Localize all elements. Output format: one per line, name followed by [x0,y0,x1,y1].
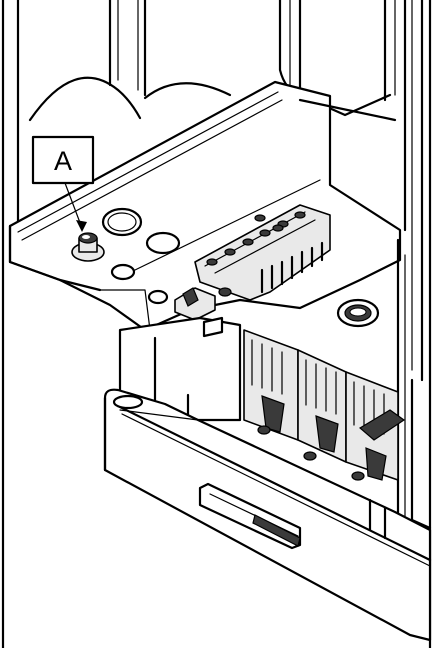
back-housing [16,0,424,382]
terminal-pins [260,241,324,294]
vertical-post [396,238,414,562]
relay-module-3 [345,371,406,481]
cable-entry-holes [101,207,181,305]
round-cap-icon [336,298,380,328]
callout-a-label: A [54,146,72,176]
control-box [118,316,242,422]
relay-module-2 [297,349,347,463]
callout-a: A [31,135,95,232]
earth-screw-icon [71,232,105,262]
handle-slot [198,482,302,550]
terminal-block-strip [174,204,331,321]
terminal-screws [206,211,306,266]
relay-module-1 [243,329,299,441]
lower-right-detail [368,498,432,540]
